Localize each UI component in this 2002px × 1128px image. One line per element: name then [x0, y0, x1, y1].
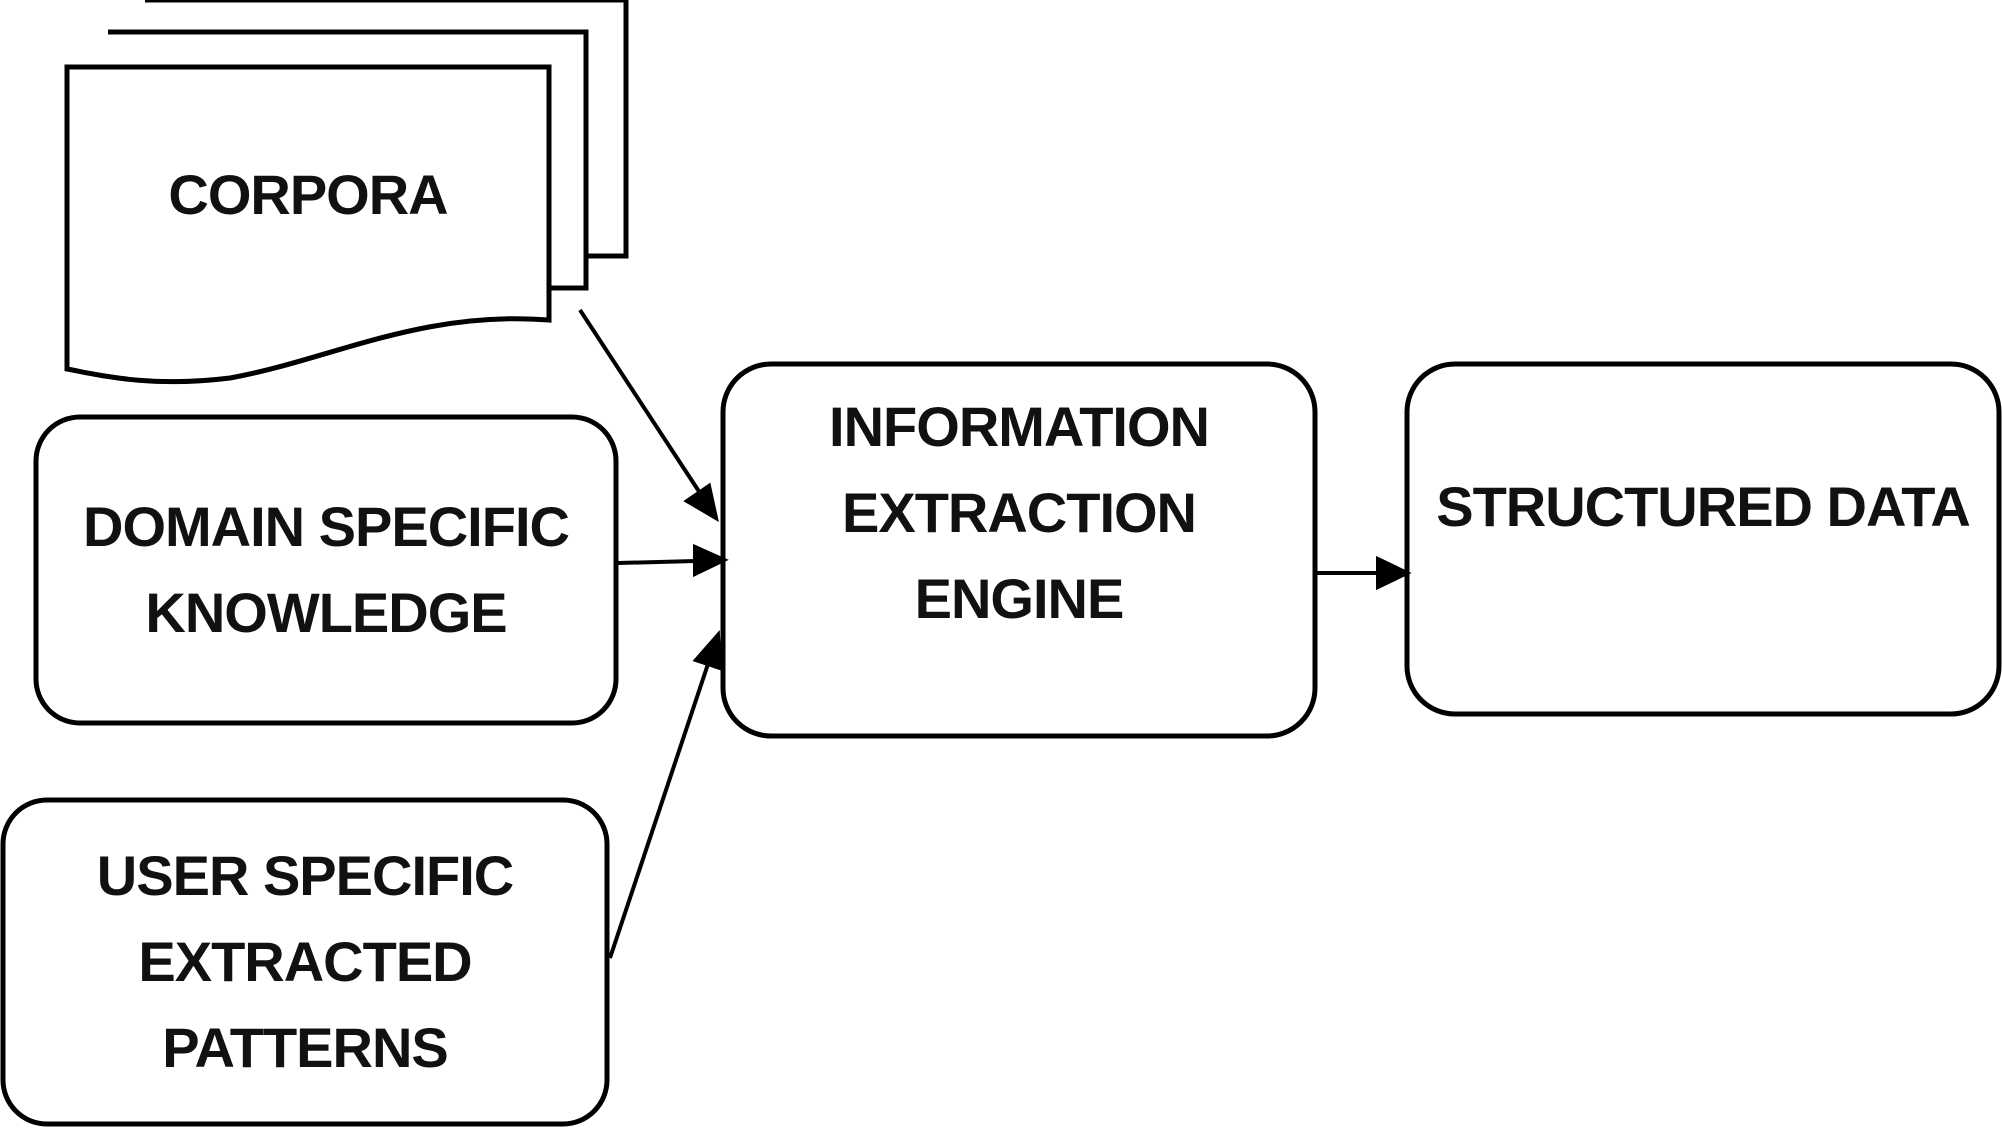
user-specific-extracted-patterns-box	[0, 797, 610, 1127]
corpora-label: CORPORA	[67, 110, 549, 280]
user-specific-extracted-patterns-label-line-3: PATTERNS	[162, 1016, 448, 1079]
corpora-document-stack	[64, 0, 629, 385]
information-extraction-engine-box	[720, 361, 1318, 739]
information-extraction-engine-label-line-3: ENGINE	[914, 567, 1125, 630]
user-specific-extracted-patterns-label: USER SPECIFIC EXTRACTED PATTERNS	[3, 800, 607, 1124]
domain-specific-knowledge-label-line-1: DOMAIN SPECIFIC	[83, 495, 570, 558]
information-extraction-engine-label: INFORMATION EXTRACTION ENGINE	[723, 364, 1315, 736]
structured-data-label: STRUCTURED DATA	[1407, 364, 1999, 664]
structured-data-box	[1404, 361, 2002, 717]
edge-engine-to-structured-data	[1317, 555, 1412, 591]
domain-specific-knowledge-label-line-2: KNOWLEDGE	[145, 581, 507, 644]
edge-user-patterns-to-engine	[608, 630, 723, 959]
information-extraction-engine-label-line-2: EXTRACTION	[842, 481, 1197, 544]
corpora-label-line-1: CORPORA	[168, 163, 448, 226]
information-extraction-engine-label-line-1: INFORMATION	[829, 395, 1210, 458]
structured-data-label-line-1: STRUCTURED DATA	[1436, 475, 1971, 538]
user-specific-extracted-patterns-label-line-2: EXTRACTED	[138, 930, 472, 993]
user-specific-extracted-patterns-label-line-1: USER SPECIFIC	[96, 844, 514, 907]
edge-domain-knowledge-to-engine	[617, 543, 729, 578]
edge-corpora-to-engine	[578, 308, 719, 523]
domain-specific-knowledge-box	[33, 414, 619, 726]
domain-specific-knowledge-label: DOMAIN SPECIFIC KNOWLEDGE	[36, 417, 616, 723]
corpora-front-page	[64, 64, 552, 385]
